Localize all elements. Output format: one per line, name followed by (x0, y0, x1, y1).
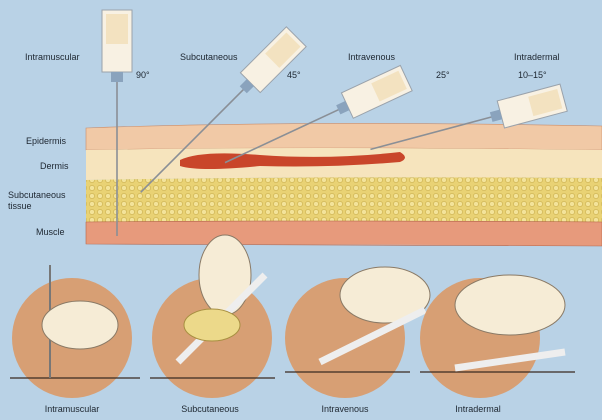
layer-label-dermis: Dermis (40, 161, 69, 171)
layer-label-epidermis: Epidermis (26, 136, 67, 146)
bottom-label-intramuscular: Intramuscular (44, 404, 100, 414)
technique-intramuscular (10, 265, 140, 398)
label-intramuscular: Intramuscular (25, 52, 80, 62)
angle-intradermal: 10–15° (518, 70, 547, 80)
syringe-intradermal (370, 83, 568, 151)
label-subcutaneous: Subcutaneous (180, 52, 238, 62)
bottom-label-intravenous: Intravenous (321, 404, 369, 414)
bottom-label-intradermal: Intradermal (455, 404, 501, 414)
label-intradermal: Intradermal (514, 52, 560, 62)
layer-label-subcutaneous: Subcutaneous (8, 190, 66, 200)
technique-subcutaneous (150, 234, 275, 398)
syringe-subcutaneous (140, 26, 307, 193)
subcutaneous-layer (86, 177, 602, 222)
angle-intravenous: 25° (436, 70, 450, 80)
vein (180, 152, 405, 169)
angle-intramuscular: 90° (136, 70, 150, 80)
syringe-intramuscular (101, 9, 133, 236)
layer-label-muscle: Muscle (36, 227, 65, 237)
skin-cross-section (85, 123, 602, 247)
layer-label-tissue: tissue (8, 201, 32, 211)
technique-intravenous (285, 266, 431, 398)
label-intravenous: Intravenous (348, 52, 396, 62)
technique-intradermal (420, 274, 575, 398)
angle-subcutaneous: 45° (287, 70, 301, 80)
syringe-intravenous (224, 64, 413, 164)
epidermis-layer (85, 123, 602, 151)
bottom-label-subcutaneous: Subcutaneous (181, 404, 239, 414)
muscle-layer (85, 220, 602, 247)
